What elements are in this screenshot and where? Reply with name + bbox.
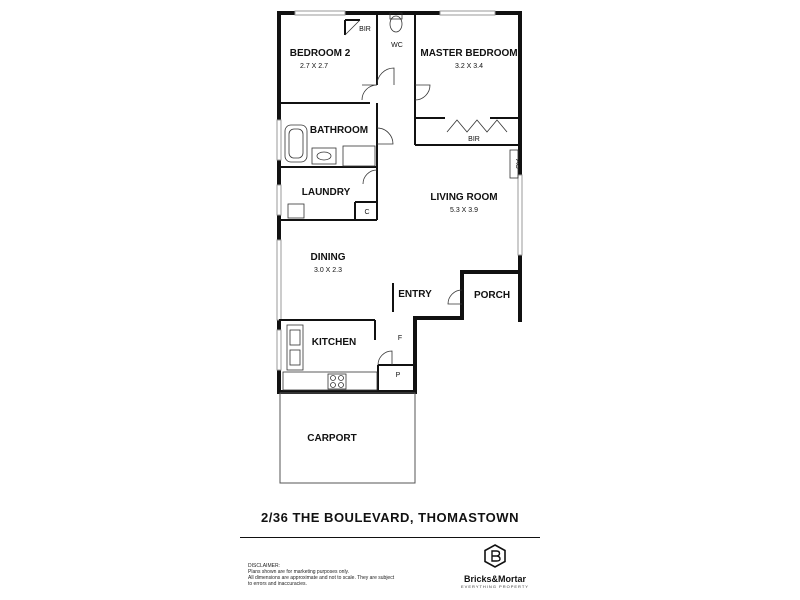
kitchen-sink-icon xyxy=(286,324,304,371)
fixtures xyxy=(282,12,519,391)
room-label-ac: AC xyxy=(514,159,521,169)
room-dims-master: 3.2 X 3.4 xyxy=(455,63,483,70)
room-dims-bedroom2: 2.7 X 2.7 xyxy=(300,63,328,70)
title-divider xyxy=(240,537,540,538)
room-label-bathroom: BATHROOM xyxy=(310,125,368,136)
room-label-cupboard: C xyxy=(364,209,369,216)
room-label-fridge: F xyxy=(398,335,402,342)
room-label-dining: DINING xyxy=(311,252,346,263)
room-label-pantry: P xyxy=(396,372,401,379)
room-label-wc: WC xyxy=(391,42,403,49)
house-b-icon xyxy=(484,544,506,568)
brand-logo: Bricks&Mortar EVERYTHING PROPERTY xyxy=(440,544,550,589)
robe-doors-icon xyxy=(446,119,508,133)
room-label-porch: PORCH xyxy=(474,290,510,301)
brand-tagline: EVERYTHING PROPERTY xyxy=(461,584,529,589)
room-label-living: LIVING ROOM xyxy=(430,192,497,203)
bathtub-icon xyxy=(284,124,308,163)
interior-walls xyxy=(279,13,520,392)
room-label-bir-master: BIR xyxy=(468,136,480,143)
disclaimer-line: to errors and inaccuracies. xyxy=(248,581,307,587)
room-label-entry: ENTRY xyxy=(398,289,432,300)
kitchen-counter xyxy=(282,371,378,391)
room-labels: BEDROOM 2 2.7 X 2.7 BIR WC MASTER BEDROO… xyxy=(290,26,521,444)
room-label-carport: CARPORT xyxy=(307,433,356,444)
room-label-bedroom2: BEDROOM 2 xyxy=(290,48,351,59)
shower-icon xyxy=(342,145,376,167)
door-swings xyxy=(344,19,463,366)
toilet-icon xyxy=(389,15,403,33)
windows xyxy=(276,10,523,371)
brand-name: Bricks&Mortar xyxy=(463,574,527,584)
room-dims-dining: 3.0 X 2.3 xyxy=(314,267,342,274)
room-label-kitchen: KITCHEN xyxy=(312,337,356,348)
carport-outline xyxy=(279,392,416,484)
disclaimer-line: All dimensions are approximate and not t… xyxy=(248,575,395,581)
room-label-master: MASTER BEDROOM xyxy=(420,48,517,59)
cooktop-icon xyxy=(327,373,347,390)
ac-unit-icon xyxy=(509,149,519,179)
disclaimer-line: Plans shown are for marketing purposes o… xyxy=(248,569,350,575)
disclaimer-heading: DISCLAIMER: xyxy=(248,563,280,569)
room-label-laundry: LAUNDRY xyxy=(302,187,351,198)
disclaimer: DISCLAIMER: Plans shown are for marketin… xyxy=(248,563,438,587)
basin-icon xyxy=(311,147,337,165)
property-address: 2/36 THE BOULEVARD, THOMASTOWN xyxy=(261,510,519,525)
room-label-bir-top: BIR xyxy=(359,26,371,33)
laundry-tub-icon xyxy=(287,203,305,219)
room-dims-living: 5.3 X 3.9 xyxy=(450,207,478,214)
